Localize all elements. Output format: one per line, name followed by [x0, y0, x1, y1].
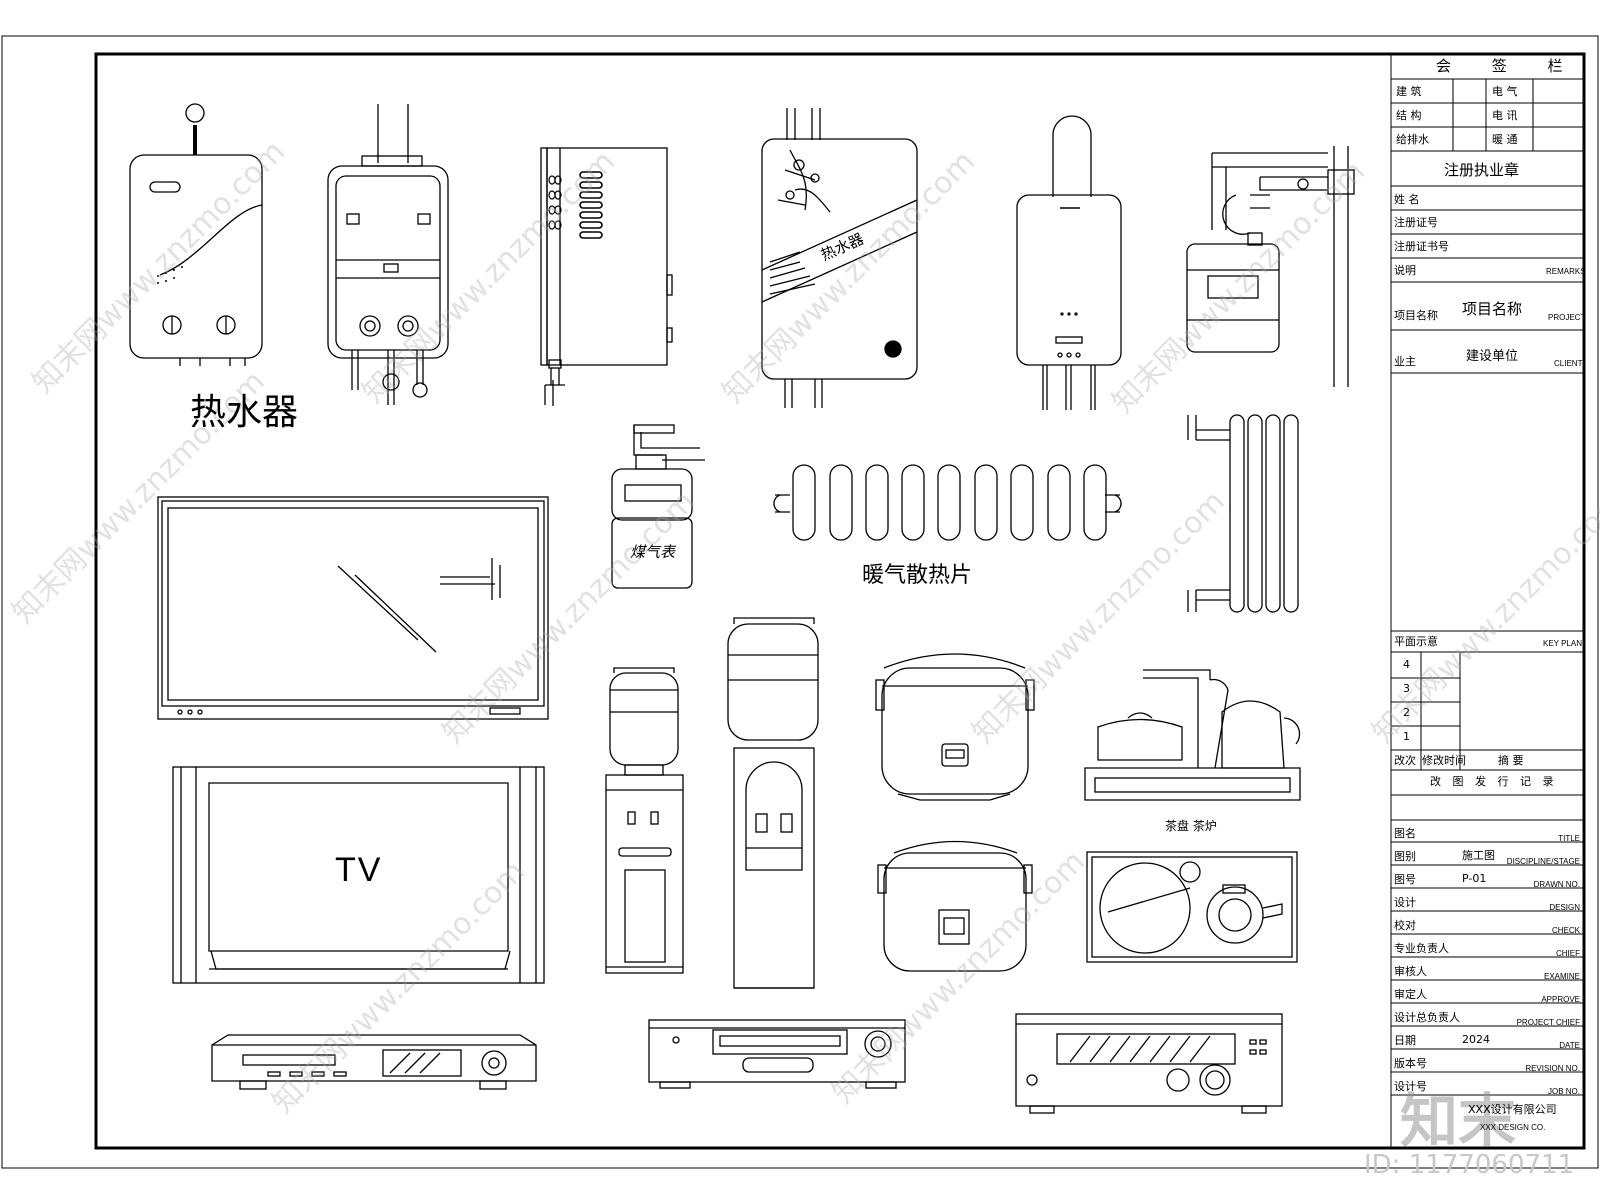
label-tv: TV	[335, 851, 383, 889]
field-label-en: DESIGN	[1549, 903, 1580, 912]
project-value: 项目名称	[1462, 300, 1523, 318]
field-label-en: TITLE	[1558, 834, 1580, 843]
vcr-player	[648, 1019, 906, 1089]
field-label-en: DATE	[1559, 1041, 1580, 1050]
client-label: 业主	[1394, 355, 1416, 368]
countersign-left-3: 给排水	[1396, 133, 1429, 146]
tea-tray-top-view	[1086, 851, 1298, 963]
field-label-en: DRAWN NO.	[1533, 880, 1580, 889]
field-label: 图号	[1394, 873, 1416, 886]
flat-panel-tv	[157, 496, 549, 720]
field-label: 日期	[1394, 1034, 1416, 1047]
field-label-en: REVISION NO.	[1525, 1064, 1580, 1073]
keyplan-en: KEY PLAN	[1543, 639, 1582, 648]
client-en: CLIENT	[1554, 359, 1583, 368]
field-label-en: CHECK	[1551, 926, 1580, 935]
field-label-en: APPROVE	[1541, 995, 1580, 1004]
water-heater-front-2	[327, 104, 449, 405]
field-label-en: DISCIPLINE/STAGE	[1506, 857, 1580, 866]
title-block-frame	[1390, 54, 1584, 1148]
field-label: 校对	[1394, 919, 1416, 932]
radiator-coil	[773, 464, 1122, 541]
revision-row-1: 1	[1403, 730, 1410, 743]
field-label: 设计号	[1394, 1080, 1427, 1093]
tea-tray-kettle	[1084, 669, 1301, 801]
av-receiver	[1015, 1013, 1283, 1114]
countersign-right-3: 暖 通	[1492, 133, 1518, 146]
revision-header-no: 改次	[1394, 754, 1416, 767]
field-label-en: EXAMINE	[1543, 972, 1580, 981]
field-value: 2024	[1462, 1033, 1490, 1046]
label-gas-meter: 煤气表	[630, 543, 676, 561]
field-value: 施工图	[1462, 849, 1495, 862]
countersign-left-1: 建 筑	[1396, 85, 1422, 98]
revision-row-4: 4	[1403, 658, 1410, 671]
water-heater-slim	[1016, 115, 1122, 410]
gas-meter-wall	[1186, 146, 1355, 387]
rice-cooker-2	[877, 840, 1033, 972]
field-label: 专业负责人	[1394, 942, 1449, 955]
water-heater-front-1	[129, 103, 263, 366]
column-radiator	[1187, 414, 1299, 613]
revision-row-2: 2	[1403, 706, 1410, 719]
water-dispenser-small	[605, 667, 684, 974]
revision-header-summary: 摘 要	[1498, 754, 1524, 767]
label-tea-stove: 茶盘 茶炉	[1165, 819, 1217, 833]
revision-row-3: 3	[1403, 682, 1410, 695]
client-value: 建设单位	[1466, 349, 1519, 364]
rice-cooker-1	[875, 653, 1035, 801]
field-label-en: PROJECT CHIEF	[1516, 1018, 1580, 1027]
field-label: 设计	[1394, 896, 1416, 909]
field-label: 版本号	[1394, 1057, 1427, 1070]
stamp-title: 注册执业章	[1444, 161, 1520, 179]
field-label: 审定人	[1394, 988, 1427, 1001]
gas-meter	[611, 424, 705, 589]
field-label: 设计总负责人	[1394, 1011, 1460, 1024]
name-label: 姓 名	[1394, 193, 1420, 206]
water-heater-side	[540, 147, 673, 406]
drawing-frame	[94, 52, 1586, 1150]
field-value: P-01	[1462, 872, 1487, 885]
field-label: 审核人	[1394, 965, 1427, 978]
seal-no-label: 注册证书号	[1394, 240, 1449, 253]
company-en: XXX DESIGN CO.	[1480, 1123, 1546, 1132]
countersign-left-2: 结 构	[1396, 109, 1422, 122]
countersign-right-1: 电 气	[1492, 85, 1518, 98]
countersign-title: 会 签 栏	[1436, 57, 1581, 75]
revision-record: 改 图 发 行 记 录	[1430, 775, 1558, 788]
reg-no-label: 注册证号	[1394, 216, 1438, 229]
revision-header-date: 修改时间	[1422, 754, 1466, 767]
keyplan-label: 平面示意	[1394, 635, 1438, 648]
company-cn: XXX设计有限公司	[1468, 1103, 1557, 1116]
dvd-player	[211, 1034, 537, 1090]
label-water-heater: 热水器	[190, 392, 299, 433]
countersign-right-2: 电 讯	[1492, 109, 1518, 122]
field-label: 图名	[1394, 827, 1416, 840]
tv-screen	[172, 766, 545, 984]
water-dispenser-tall	[727, 617, 819, 989]
project-label: 项目名称	[1394, 309, 1438, 322]
project-en: PROJECT	[1548, 313, 1586, 322]
field-label: 图别	[1394, 850, 1416, 863]
watermark-logo: 知末	[1400, 1087, 1517, 1155]
remarks-label: 说明	[1394, 264, 1416, 277]
image-id: ID: 1177060711	[1364, 1150, 1575, 1180]
water-heater-decorative	[761, 108, 918, 408]
field-label-en: CHIEF	[1556, 949, 1580, 958]
label-radiator: 暖气散热片	[862, 563, 973, 588]
outer-border	[1, 35, 1599, 1169]
remarks-en: REMARKS	[1546, 267, 1586, 276]
field-label-en: JOB NO.	[1547, 1087, 1580, 1096]
